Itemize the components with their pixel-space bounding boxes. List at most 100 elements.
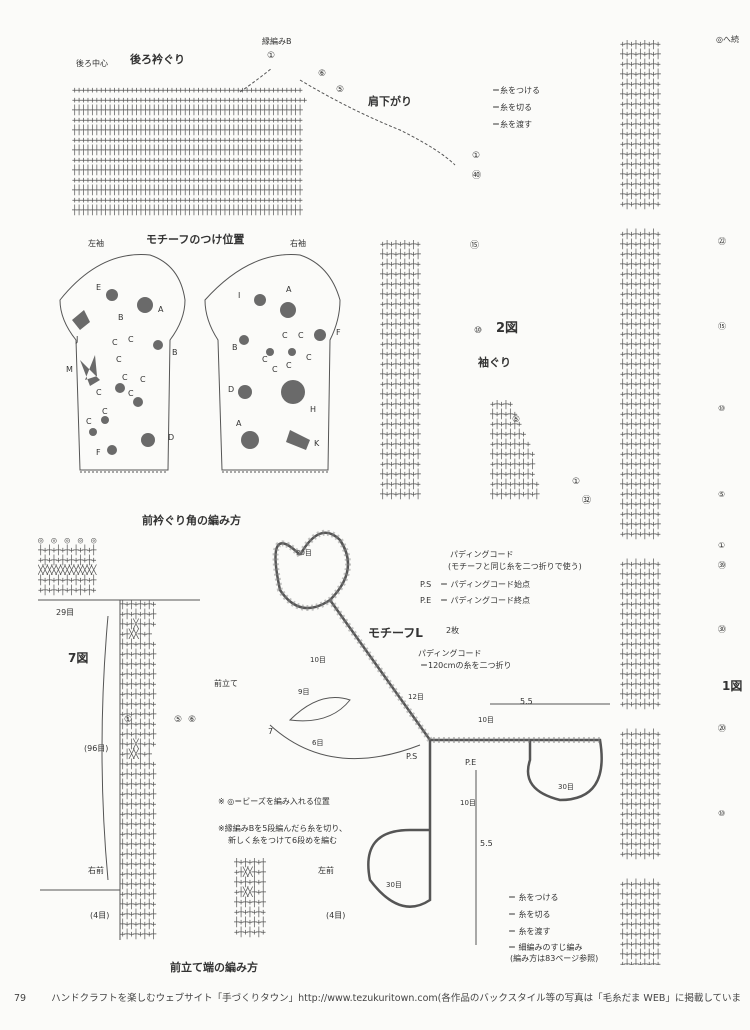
back-mark-5: ⑤ — [336, 85, 345, 95]
right-sleeve-label: 右袖 — [290, 239, 306, 248]
right-sleeve-letter: D — [228, 385, 234, 394]
pe-desc: ＝ パディングコード終点 — [440, 596, 530, 605]
motif-label-9: 9目 — [298, 688, 310, 696]
left-sleeve-letter: D — [168, 433, 174, 442]
rib-note-2: 新しく糸をつけて6段めを編む — [228, 836, 338, 845]
left-sleeve-outline — [59, 254, 186, 471]
motif-a-left — [137, 297, 153, 313]
legend-cut-top: ＝糸を切る — [492, 103, 532, 112]
padding-cord-note: (モチーフと同じ糸を二つ折りで使う) — [448, 562, 582, 571]
right-sleeve-letter: C — [286, 361, 292, 370]
footer-text: ハンドクラフトを楽しむウェブサイト「手づくりタウン」http://www.tez… — [51, 993, 742, 1004]
front-neck-title: 前衿ぐり角の編み方 — [142, 514, 241, 527]
motif-label-7: 7 — [268, 727, 274, 736]
right-sleeve-letter: F — [336, 328, 341, 337]
fig1-mark-10b: ⑩ — [718, 809, 726, 818]
fig2-mark-10: ⑩ — [474, 326, 483, 336]
front-neck-top-grid: ◎ ◎ ◎ ◎ ◎ ┼+┼+┼+┼+┼+┼+┼ +┼+┼+┼+┼+┼+┼+ ╳╳… — [38, 536, 96, 596]
fig1-mark-5: ⑤ — [718, 490, 726, 499]
front-band-grid: ┼+┼+┼+┼+ +┼+┼+┼+┼ ┼+┼╳┼+┼+ +┼╳╳┼+┼ ┼+┼+┼… — [120, 600, 156, 940]
right-sleeve-letter: H — [310, 405, 316, 414]
motif-k — [286, 430, 310, 450]
motif-arc — [269, 724, 421, 760]
motif-label-30b: 30目 — [558, 783, 574, 791]
pe-label: P.E — [420, 596, 432, 605]
fig2-armhole-grid: +┼+┼+ ┼+┼+┼+ +┼+┼+┼+ ┼+┼+┼+┼+ +┼+┼+┼+┼+ … — [490, 400, 540, 500]
page-footer: 79 ハンドクラフトを楽しむウェブサイト「手づくりタウン」http://www.… — [14, 990, 741, 1004]
motif-i — [254, 294, 266, 306]
page-number: 79 — [14, 993, 27, 1004]
motif-f-right — [314, 329, 326, 341]
fig1-mark-39: ㊴ — [718, 561, 726, 570]
fig2-armhole-label: 袖ぐり — [478, 356, 511, 369]
fig2-label: 2図 — [496, 321, 519, 336]
motif-c4 — [89, 428, 97, 436]
right-sleeve-letter: K — [314, 439, 320, 448]
ps-desc: ＝ パディングコード始点 — [440, 580, 530, 589]
right-sleeve-letter: I — [238, 291, 240, 300]
left-sleeve-letter: B — [172, 348, 178, 357]
motif-label-30c: 30目 — [386, 881, 402, 889]
rows-4a-label: (4目) — [90, 911, 110, 920]
motif-a-right2 — [241, 431, 259, 449]
front-mark-5: ⑤ — [174, 715, 183, 725]
front-mark-1: ① — [124, 715, 133, 725]
fig1-mark-22: ㉒ — [718, 237, 726, 246]
motif-pe-mark: P.E — [465, 758, 477, 767]
back-mark-40: ㊵ — [472, 171, 482, 181]
fig2-mark-32: ㉜ — [582, 496, 592, 506]
stitch-b-label: 縁編みB — [262, 37, 292, 46]
right-sleeve-letter: C — [282, 331, 288, 340]
motif-d-left — [141, 433, 155, 447]
motif-c1 — [115, 383, 125, 393]
motif-h — [281, 380, 305, 404]
motif-small-leaf — [288, 697, 351, 722]
left-sleeve-letter: C — [116, 355, 122, 364]
back-neck-edge — [239, 67, 456, 166]
left-sleeve-letter: C — [112, 338, 118, 347]
motif-c5 — [266, 348, 274, 356]
motif-a-right1 — [280, 302, 296, 318]
back-neck-title: 後ろ衿ぐり — [130, 53, 185, 66]
motif-l-cord — [274, 531, 603, 908]
left-sleeve-letter: J — [75, 335, 78, 344]
right-sleeve-letter: C — [298, 331, 304, 340]
dimension-height: 5.5 — [480, 839, 493, 848]
left-sleeve-letter: B — [118, 313, 124, 322]
back-neck-stitch-grid: ++++++++++++++++++++++++++++++++++++++++… — [72, 86, 307, 216]
front-mark-6: ⑥ — [188, 715, 197, 725]
right-sleeve-letter: A — [286, 285, 292, 294]
front-edge-title: 前立て端の編み方 — [170, 961, 258, 974]
motif-label-10c: 10目 — [460, 799, 476, 807]
motif-m — [80, 355, 100, 386]
front-edge-grid: ┼+┼+┼+┼ +┼╳╳┼+┼ ┼+┼+┼+┼ +┼╳╳┼+┼ ┼+┼+┼+┼ … — [234, 858, 266, 938]
left-sleeve-letter: F — [96, 448, 101, 457]
fig1-mark-1: ① — [718, 541, 726, 550]
motif-l-count: 2枚 — [446, 626, 460, 635]
motif-b-left — [153, 340, 163, 350]
back-mark-1: ① — [267, 51, 276, 61]
right-sleeve-letter: B — [232, 343, 238, 352]
right-sleeve-letter: C — [272, 365, 278, 374]
shoulder-slope-label: 肩下がり — [368, 95, 412, 108]
right-sleeve-letter: C — [306, 353, 312, 362]
legend-carry-top: ＝糸を渡す — [492, 120, 532, 129]
motif-l-title: モチーフL — [368, 626, 423, 640]
fig1-continue-mark: ◎へ続 — [716, 35, 739, 44]
back-center-label: 後ろ中心 — [76, 59, 108, 68]
back-mark-6: ⑥ — [318, 69, 327, 79]
rib-note: ※縁編みBを5段編んだら糸を切り、 — [218, 824, 347, 833]
left-sleeve-letter: E — [96, 283, 101, 292]
legend-cut-bottom: ＝ 糸を切る — [508, 910, 551, 919]
motif-label-6: 6目 — [312, 739, 324, 747]
front-band-frame — [38, 599, 200, 940]
legend-attach-bottom: ＝ 糸をつける — [508, 893, 559, 902]
fig2-stitch-grid: +┼+┼+┼+┼+ ┼+┼+┼+┼+┼ +┼+┼+┼+┼+ ┼+┼+┼+┼+┼ … — [380, 240, 421, 500]
bead-note: ※ ◎＝ビーズを編み入れる位置 — [218, 797, 330, 806]
fig1-mark-15: ⑮ — [718, 322, 726, 331]
cord-length-label: パディングコード — [418, 649, 482, 658]
left-sleeve-letter: C — [86, 417, 92, 426]
rows96-bracket — [101, 615, 109, 881]
rows-4b-label: (4目) — [326, 911, 346, 920]
